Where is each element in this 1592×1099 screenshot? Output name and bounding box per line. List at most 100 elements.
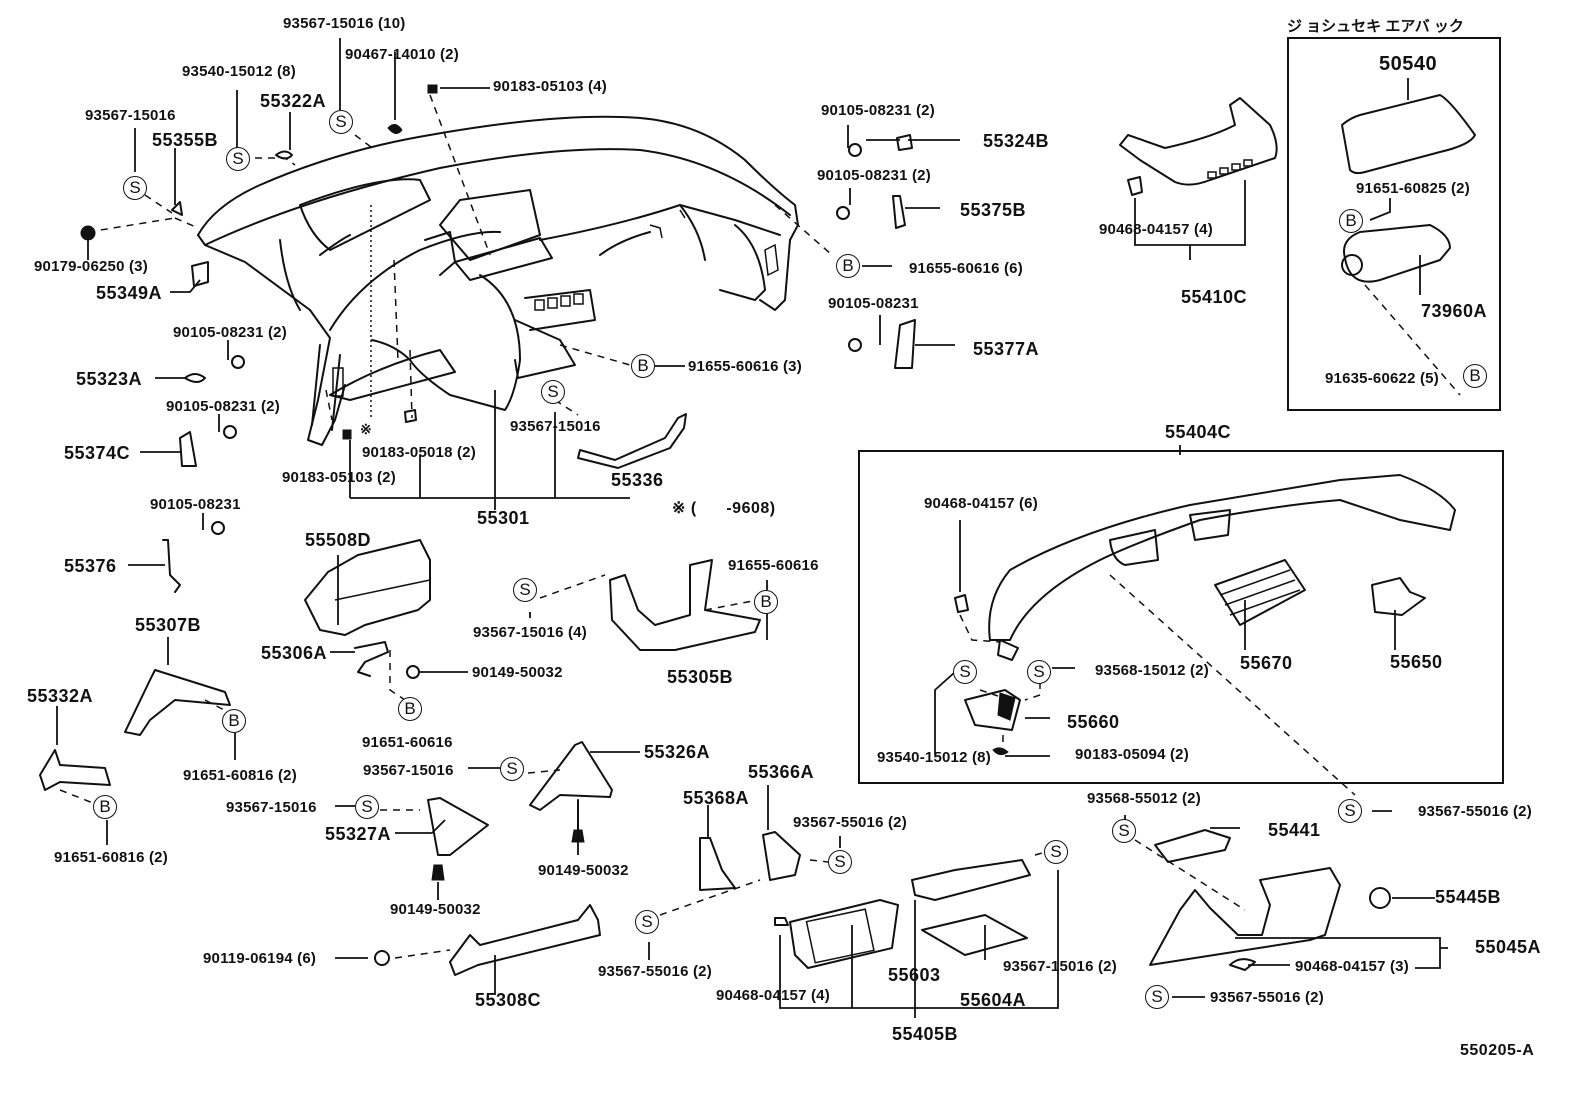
part-label[interactable]: 73960A	[1421, 301, 1488, 321]
part-label[interactable]: 90468-04157 (4)	[1099, 221, 1213, 238]
airbag-group-box	[1287, 37, 1501, 411]
part-label[interactable]: 55326A	[644, 742, 711, 762]
part-label[interactable]: 90183-05018 (2)	[362, 444, 476, 461]
part-label[interactable]: 55305B	[667, 667, 734, 687]
b-symbol: B	[222, 709, 246, 733]
part-label[interactable]: 55445B	[1435, 887, 1502, 907]
part-label[interactable]: 90149-50032	[538, 862, 629, 879]
part-label[interactable]: 91655-60616	[728, 557, 819, 574]
part-label[interactable]: 93567-55016 (2)	[1210, 989, 1324, 1006]
s-symbol: S	[1338, 799, 1362, 823]
part-label[interactable]: 55045A	[1475, 937, 1542, 957]
part-label[interactable]: 55508D	[305, 530, 372, 550]
b-symbol: B	[398, 697, 422, 721]
part-label[interactable]: 91655-60616 (6)	[909, 260, 1023, 277]
footnote-date-range: ※ ( -9608)	[672, 500, 776, 517]
part-label[interactable]: 93567-15016	[85, 107, 176, 124]
part-label[interactable]: 90105-08231 (2)	[173, 324, 287, 341]
part-label[interactable]: 90105-08231	[828, 295, 919, 312]
part-label[interactable]: 91651-60816 (2)	[183, 767, 297, 784]
part-label[interactable]: 55604A	[960, 990, 1027, 1010]
part-label[interactable]: 55306A	[261, 643, 328, 663]
part-label[interactable]: 93567-55016 (2)	[1418, 803, 1532, 820]
part-label[interactable]: 90468-04157 (6)	[924, 495, 1038, 512]
s-symbol: S	[1145, 985, 1169, 1009]
part-label[interactable]: 55376	[64, 556, 117, 576]
part-label[interactable]: 93540-15012 (8)	[877, 749, 991, 766]
part-label[interactable]: 90468-04157 (4)	[716, 987, 830, 1004]
part-label[interactable]: 90183-05103 (2)	[282, 469, 396, 486]
part-label[interactable]: 93567-55016 (2)	[598, 963, 712, 980]
part-label[interactable]: 90467-14010 (2)	[345, 46, 459, 63]
part-label[interactable]: 55322A	[260, 91, 327, 111]
part-label[interactable]: 55650	[1390, 652, 1443, 672]
part-label[interactable]: 91651-60825 (2)	[1356, 180, 1470, 197]
part-label[interactable]: 91655-60616 (3)	[688, 358, 802, 375]
part-label[interactable]: 55375B	[960, 200, 1027, 220]
s-symbol: S	[541, 380, 565, 404]
s-symbol: S	[828, 850, 852, 874]
part-label[interactable]: 55368A	[683, 788, 750, 808]
part-label[interactable]: 55323A	[76, 369, 143, 389]
part-label[interactable]: 90119-06194 (6)	[203, 950, 317, 967]
part-label[interactable]: 55404C	[1165, 422, 1232, 442]
part-label[interactable]: 90179-06250 (3)	[34, 258, 148, 275]
part-label[interactable]: 55355B	[152, 130, 219, 150]
part-label[interactable]: 55349A	[96, 283, 163, 303]
part-label[interactable]: 91635-60622 (5)	[1325, 370, 1439, 387]
part-label[interactable]: 55374C	[64, 443, 131, 463]
part-label[interactable]: 55332A	[27, 686, 94, 706]
part-label[interactable]: 55307B	[135, 615, 202, 635]
part-label[interactable]: 91651-60616	[362, 734, 453, 751]
part-label[interactable]: 91651-60816 (2)	[54, 849, 168, 866]
part-label[interactable]: 90105-08231	[150, 496, 241, 513]
part-label[interactable]: 90105-08231 (2)	[166, 398, 280, 415]
b-symbol: B	[631, 354, 655, 378]
part-label[interactable]: 93567-15016 (10)	[283, 15, 406, 32]
part-label[interactable]: 50540	[1379, 53, 1438, 75]
part-label[interactable]: 90183-05103 (4)	[493, 78, 607, 95]
part-label[interactable]: 55377A	[973, 339, 1040, 359]
part-label[interactable]: 55301	[477, 508, 530, 528]
part-label[interactable]: 93567-55016 (2)	[793, 814, 907, 831]
airbag-group-title: ジ ョシュセキ エアバ ック	[1287, 18, 1464, 35]
s-symbol: S	[355, 795, 379, 819]
part-label[interactable]: 55603	[888, 965, 941, 985]
part-label[interactable]: 90183-05094 (2)	[1075, 746, 1189, 763]
part-label[interactable]: 55327A	[325, 824, 392, 844]
part-label[interactable]: 93567-15016	[226, 799, 317, 816]
part-label[interactable]: 93567-15016	[363, 762, 454, 779]
part-label[interactable]: 55670	[1240, 653, 1293, 673]
part-label[interactable]: 90149-50032	[472, 664, 563, 681]
part-label[interactable]: 93567-15016 (2)	[1003, 958, 1117, 975]
part-label[interactable]: 93568-15012 (2)	[1095, 662, 1209, 679]
part-label[interactable]: 93540-15012 (8)	[182, 63, 296, 80]
part-label[interactable]: 55366A	[748, 762, 815, 782]
part-label[interactable]: 90468-04157 (3)	[1295, 958, 1409, 975]
s-symbol: S	[513, 578, 537, 602]
part-label[interactable]: 93568-55012 (2)	[1087, 790, 1201, 807]
s-symbol: S	[123, 176, 147, 200]
part-label[interactable]: 90105-08231 (2)	[821, 102, 935, 119]
s-symbol: S	[953, 660, 977, 684]
s-symbol: S	[500, 757, 524, 781]
part-label[interactable]: 93567-15016 (4)	[473, 624, 587, 641]
fastener-glyphs	[80, 84, 1143, 593]
part-label[interactable]: 93567-15016	[510, 418, 601, 435]
b-symbol: B	[754, 590, 778, 614]
part-label[interactable]: 90149-50032	[390, 901, 481, 918]
leader-lines	[56, 38, 1448, 1018]
b-symbol: B	[836, 254, 860, 278]
part-label[interactable]: 55324B	[983, 131, 1050, 151]
part-label[interactable]: 55441	[1268, 820, 1321, 840]
s-symbol: S	[635, 910, 659, 934]
part-label[interactable]: 55336	[611, 470, 664, 490]
part-label[interactable]: 55410C	[1181, 287, 1248, 307]
part-label[interactable]: 90105-08231 (2)	[817, 167, 931, 184]
part-label[interactable]: 55660	[1067, 712, 1120, 732]
b-symbol: B	[1339, 209, 1363, 233]
part-label[interactable]: 55405B	[892, 1024, 959, 1044]
part-label[interactable]: 55308C	[475, 990, 542, 1010]
